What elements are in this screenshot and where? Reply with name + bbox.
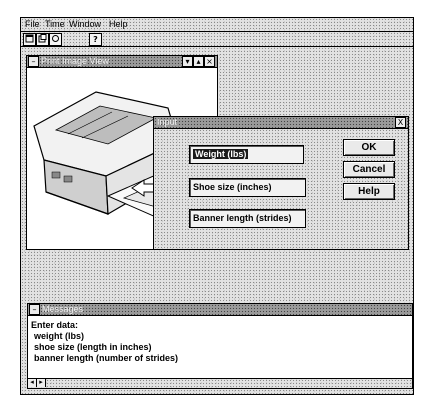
close-icon[interactable]: ×	[204, 56, 215, 67]
menu-window[interactable]: Window	[69, 19, 102, 29]
menu-help[interactable]: Help	[109, 19, 128, 29]
message-line: shoe size (length in inches)	[34, 342, 152, 352]
window-icon[interactable]	[23, 33, 36, 46]
maximize-icon[interactable]: ▴	[193, 56, 204, 67]
app-window: File Time Window Help ? – Print Image Vi…	[20, 17, 414, 395]
system-menu-icon[interactable]: –	[28, 56, 39, 67]
input-dialog-title: Input	[157, 117, 178, 127]
messages-text: Enter data: weight (lbs) shoe size (leng…	[31, 320, 178, 364]
image-window-title: Print Image View	[41, 56, 109, 66]
weight-field[interactable]: Weight (lbs)	[189, 145, 304, 164]
horizontal-scrollbar[interactable]: ◂ ▸	[28, 378, 412, 388]
menu-time[interactable]: Time	[45, 19, 65, 29]
window-icon[interactable]	[49, 33, 62, 46]
input-dialog: Input X Weight (lbs) Shoe size (inches) …	[153, 116, 409, 250]
scroll-right-icon[interactable]: ▸	[37, 379, 46, 387]
ok-button[interactable]: OK	[343, 139, 395, 156]
toolbar: ?	[21, 32, 413, 47]
banner-length-field[interactable]: Banner length (strides)	[189, 209, 306, 228]
image-window-titlebar[interactable]: – Print Image View ▾ ▴ ×	[26, 55, 218, 68]
help-button[interactable]: Help	[343, 183, 395, 200]
help-icon[interactable]: ?	[89, 33, 102, 46]
input-dialog-titlebar[interactable]: Input X	[153, 116, 409, 129]
shoe-size-field[interactable]: Shoe size (inches)	[189, 178, 306, 197]
menu-file[interactable]: File	[25, 19, 40, 29]
message-line: Enter data:	[31, 320, 79, 330]
cancel-button[interactable]: Cancel	[343, 161, 395, 178]
scroll-left-icon[interactable]: ◂	[28, 379, 37, 387]
messages-window-title: Messages	[42, 304, 84, 314]
weight-field-value: Weight (lbs)	[193, 149, 249, 159]
window-icon[interactable]	[36, 33, 49, 46]
menu-bar: File Time Window Help	[21, 18, 413, 32]
minimize-icon[interactable]: ▾	[182, 56, 193, 67]
close-icon[interactable]: X	[395, 117, 406, 128]
messages-window: – Messages Enter data: weight (lbs) shoe…	[27, 303, 413, 389]
system-menu-icon[interactable]: –	[29, 304, 40, 315]
message-line: banner length (number of strides)	[34, 353, 179, 363]
messages-window-titlebar[interactable]: – Messages	[27, 303, 413, 316]
message-line: weight (lbs)	[34, 331, 84, 341]
